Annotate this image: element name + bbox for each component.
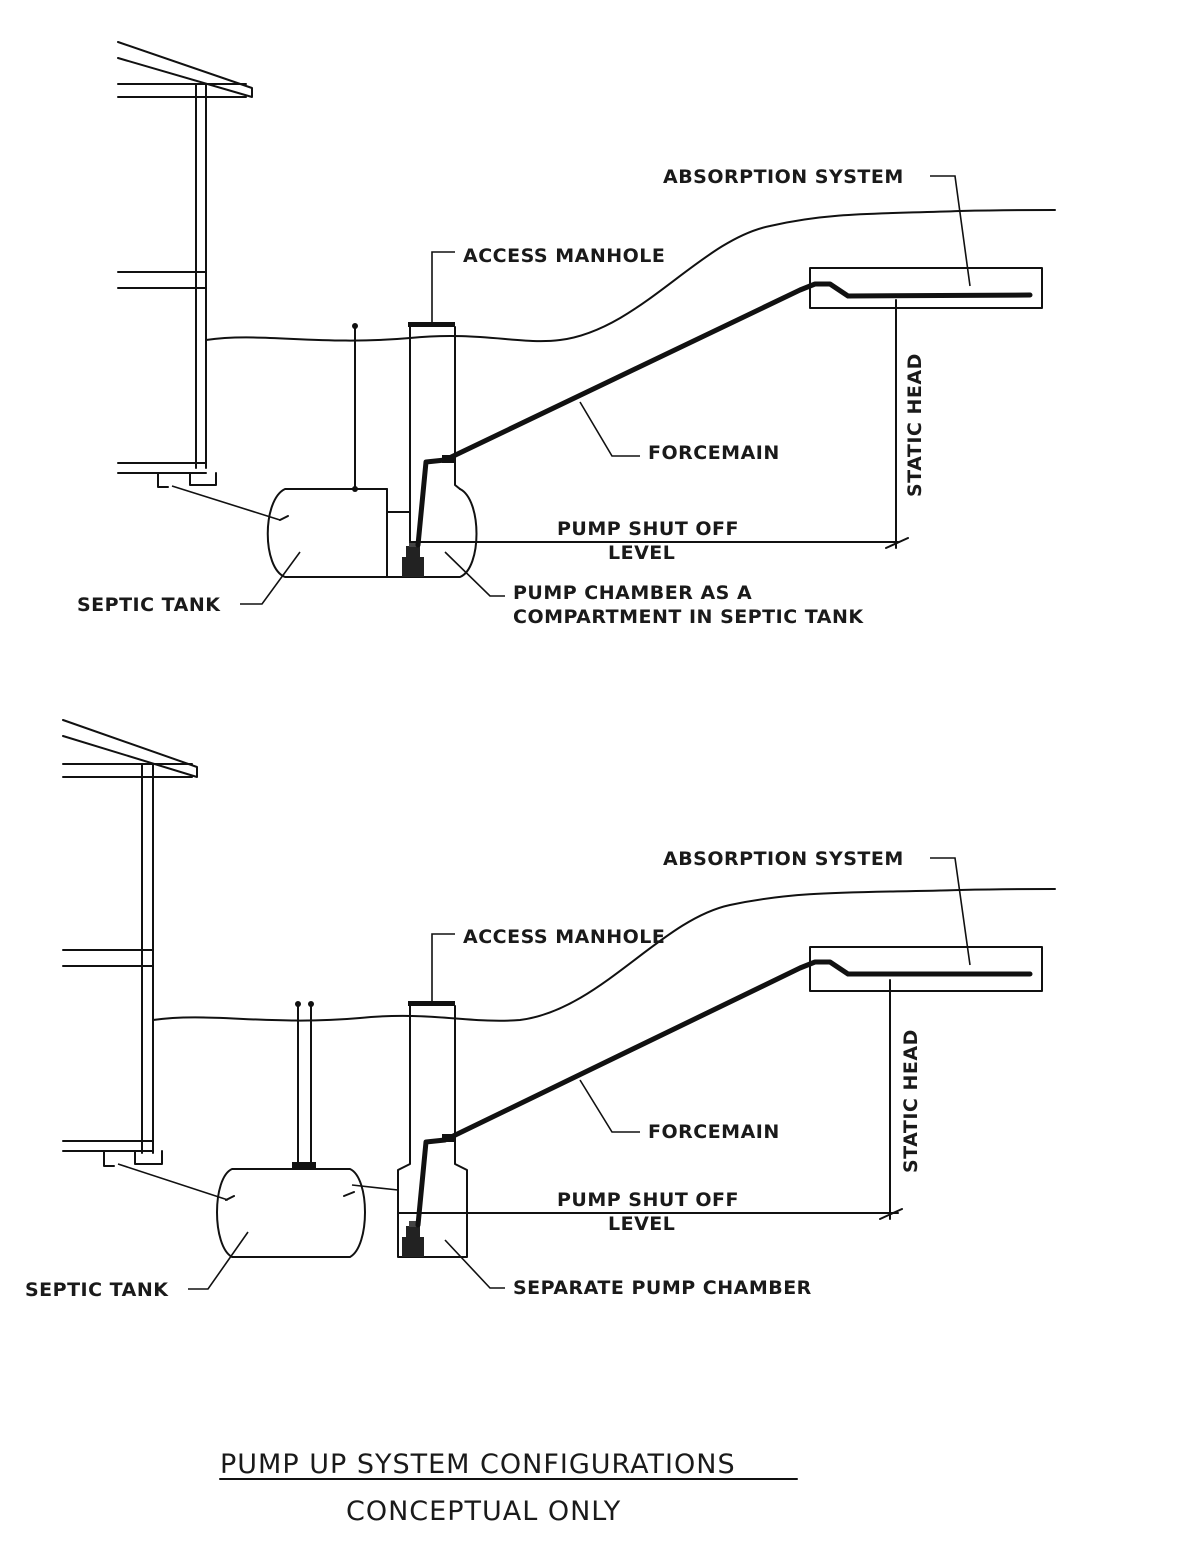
forcemain-pipe (415, 959, 1033, 1228)
absorption-system-label: ABSORPTION SYSTEM (663, 166, 904, 188)
septic-tank-label: SEPTIC TANK (77, 594, 221, 616)
pump-icon (402, 541, 424, 577)
forcemain-label: FORCEMAIN (648, 442, 780, 464)
page-title: PUMP UP SYSTEM CONFIGURATIONS (220, 1449, 736, 1480)
pump-chamber-label: PUMP CHAMBER AS A (513, 582, 752, 604)
diagram-compartment: ABSORPTION SYSTEM ACCESS MANHOLE FORCEMA… (77, 41, 1056, 628)
pump-chamber-label-line2: COMPARTMENT IN SEPTIC TANK (513, 606, 864, 628)
access-manhole-label: ACCESS MANHOLE (463, 245, 665, 267)
static-head-label: STATIC HEAD (900, 1029, 922, 1173)
septic-tank-label: SEPTIC TANK (25, 1279, 169, 1301)
absorption-system-label: ABSORPTION SYSTEM (663, 848, 904, 870)
diagram-separate: ABSORPTION SYSTEM ACCESS MANHOLE FORCEMA… (25, 719, 1056, 1301)
vent-pipe (297, 1003, 312, 1169)
static-head-label: STATIC HEAD (904, 353, 926, 497)
house-section (62, 719, 198, 1167)
access-manhole-riser (408, 322, 461, 578)
pump-icon (402, 1221, 424, 1257)
forcemain-pipe (415, 281, 1033, 548)
absorption-trench (809, 946, 1043, 992)
absorption-trench (809, 267, 1043, 309)
pump-chamber-label: SEPARATE PUMP CHAMBER (513, 1277, 812, 1299)
pump-shut-off-level-label: LEVEL (608, 1213, 675, 1235)
forcemain-label: FORCEMAIN (648, 1121, 780, 1143)
ground-line (205, 209, 1056, 343)
pump-shut-off-label: PUMP SHUT OFF (557, 1189, 739, 1211)
house-section (117, 41, 253, 488)
ground-line (152, 888, 1056, 1022)
septic-tank-shape (266, 488, 478, 578)
pump-shut-off-level-label: LEVEL (608, 542, 675, 564)
septic-tank-shape (216, 1168, 366, 1258)
pump-shut-off-label: PUMP SHUT OFF (557, 518, 739, 540)
page-subtitle: CONCEPTUAL ONLY (346, 1496, 621, 1527)
title-block: PUMP UP SYSTEM CONFIGURATIONS CONCEPTUAL… (219, 1449, 798, 1527)
access-manhole-label: ACCESS MANHOLE (463, 926, 665, 948)
access-manhole-riser (397, 1001, 468, 1258)
